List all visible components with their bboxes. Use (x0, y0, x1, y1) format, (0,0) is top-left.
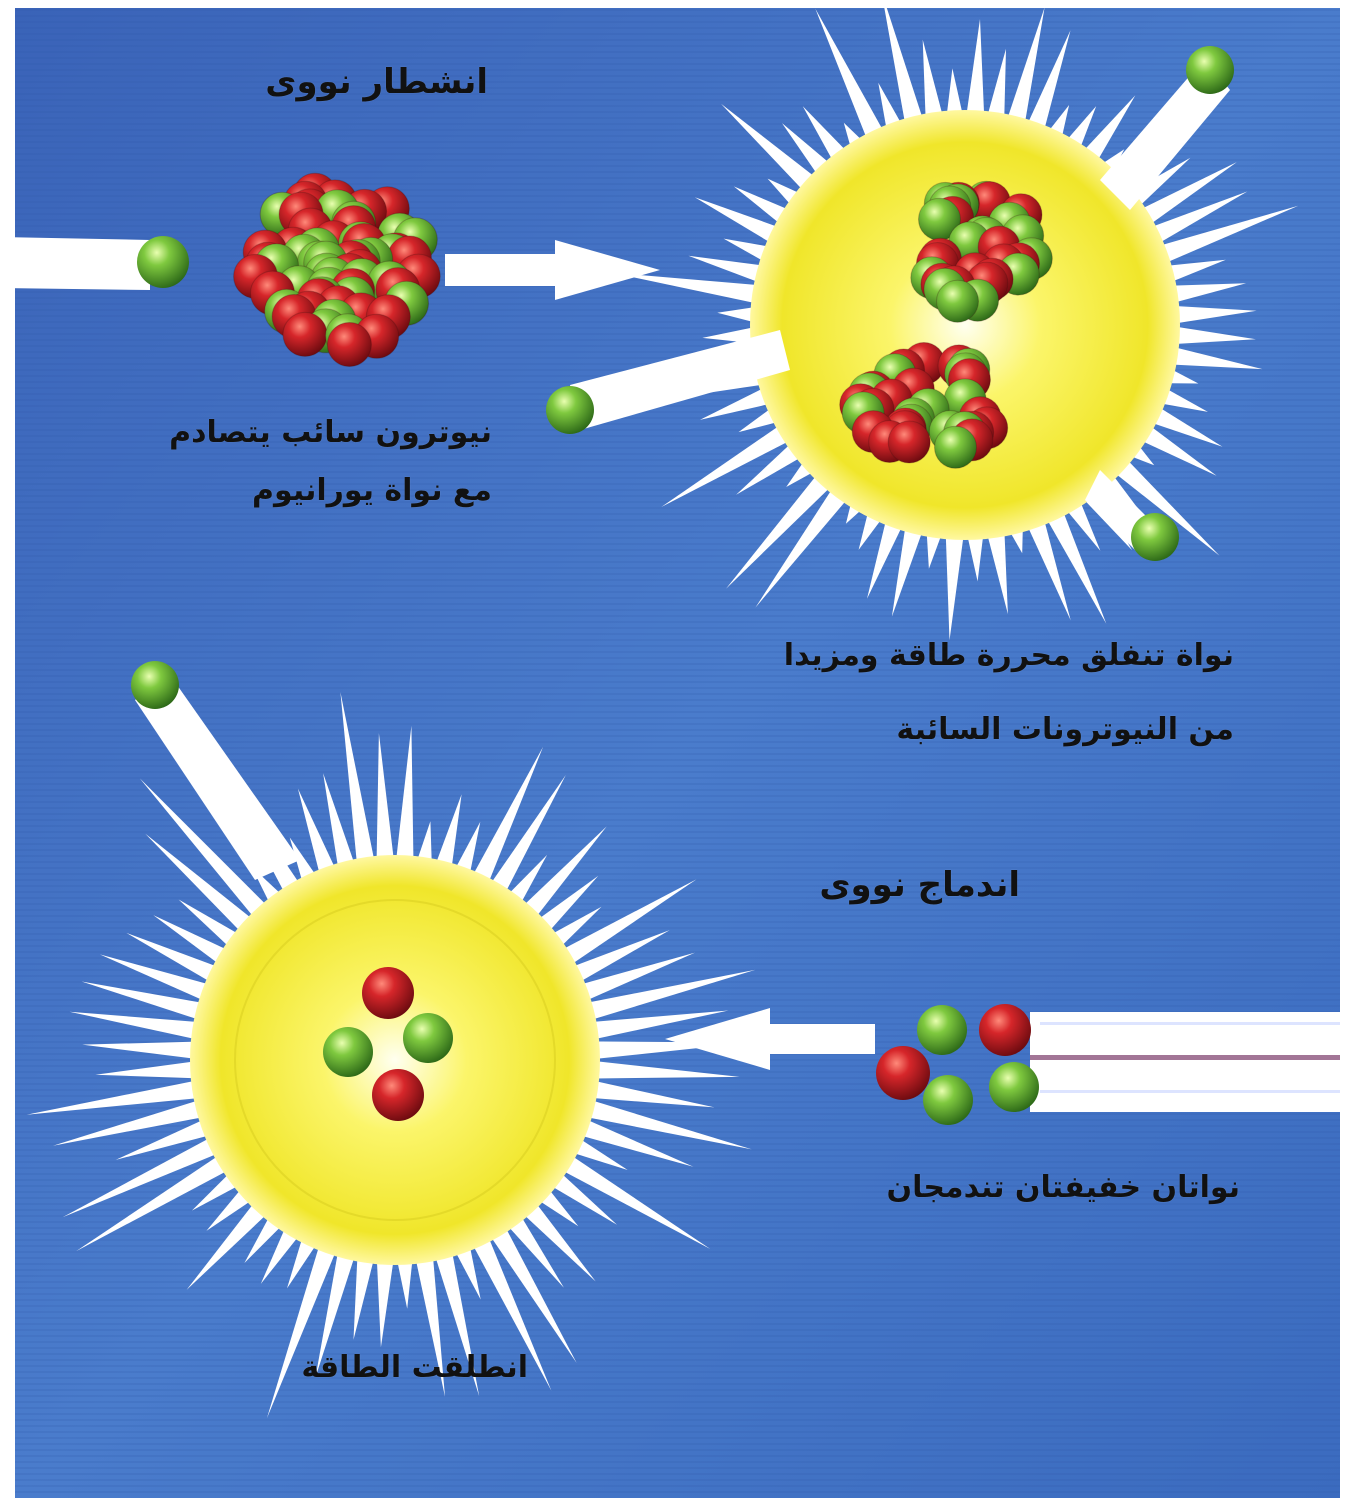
released-neutron-lower (1131, 513, 1179, 561)
fission-caption-line2: مع نواة يورانيوم (252, 463, 492, 519)
product-proton-bottom (372, 1069, 424, 1121)
fission-caption-line1: نيوترون سائب يتصادم (169, 405, 492, 461)
fusion-motion-streaks (1030, 1012, 1340, 1112)
fission-result-line2: من النيوترونات السائبة (896, 702, 1234, 758)
fusion-result: انطلقت الطاقة (301, 1340, 528, 1396)
escaping-neutron (131, 661, 179, 709)
released-neutron-left (546, 386, 594, 434)
product-proton-top (362, 967, 414, 1019)
fusion-energy-glow (190, 855, 600, 1265)
fusion-title: اندماج نووى (819, 865, 1020, 905)
incoming-neutron-trail (0, 237, 150, 290)
fission-result-line1: نواة تنفلق محررة طاقة ومزيدا (784, 628, 1234, 684)
product-neutron-left (323, 1027, 373, 1077)
product-neutron-right (403, 1013, 453, 1063)
fission-title: انشطار نووى (265, 62, 488, 102)
free-neutron (137, 236, 189, 288)
fusion-caption: نواتان خفيفتان تندمجان (887, 1160, 1240, 1216)
released-neutron-upper (1186, 46, 1234, 94)
